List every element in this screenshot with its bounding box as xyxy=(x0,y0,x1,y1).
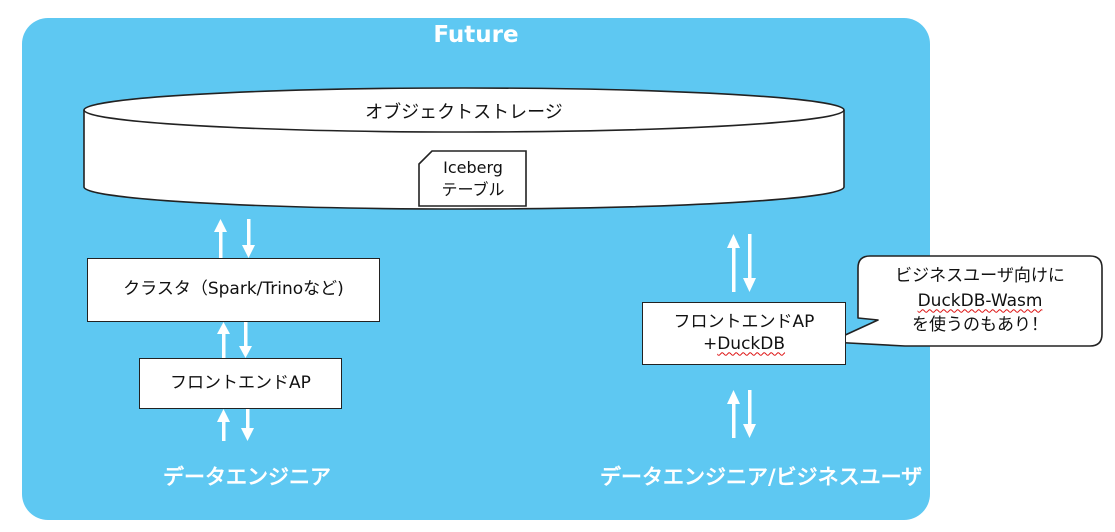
iceberg-table-line1: Iceberg xyxy=(443,158,503,177)
iceberg-table-line2: テーブル xyxy=(441,179,505,199)
duckdb-wasm-word: DuckDB-Wasm xyxy=(917,290,1043,311)
right-frontend-line1: フロントエンドAP xyxy=(673,312,815,333)
right-frontend-line2: +DuckDB xyxy=(703,334,785,355)
duckdb-word: DuckDB xyxy=(717,333,786,354)
callout-text: ビジネスユーザ向けに DuckDB-Wasm を使うのもあり！ xyxy=(862,264,1098,338)
iceberg-table-label: Iceberg テーブル xyxy=(418,157,528,200)
right-user-label: データエンジニア/ビジネスユーザ xyxy=(600,465,923,489)
object-storage-label: オブジェクトストレージ xyxy=(365,102,563,123)
left-frontend-box: フロントエンドAP xyxy=(139,358,342,409)
left-user-label: データエンジニア xyxy=(163,465,331,489)
callout-line2: DuckDB-Wasm xyxy=(862,289,1098,314)
cluster-label: クラスタ（Spark/Trinoなど) xyxy=(123,279,344,300)
callout-line1: ビジネスユーザ向けに xyxy=(895,266,1065,286)
right-frontend-box: フロントエンドAP +DuckDB xyxy=(642,302,846,365)
cluster-box: クラスタ（Spark/Trinoなど) xyxy=(87,258,380,322)
right-frontend-prefix: + xyxy=(702,333,718,354)
callout-line3: を使うのもあり！ xyxy=(912,315,1048,336)
panel-title: Future xyxy=(433,22,519,48)
left-frontend-label: フロントエンドAP xyxy=(170,372,311,393)
